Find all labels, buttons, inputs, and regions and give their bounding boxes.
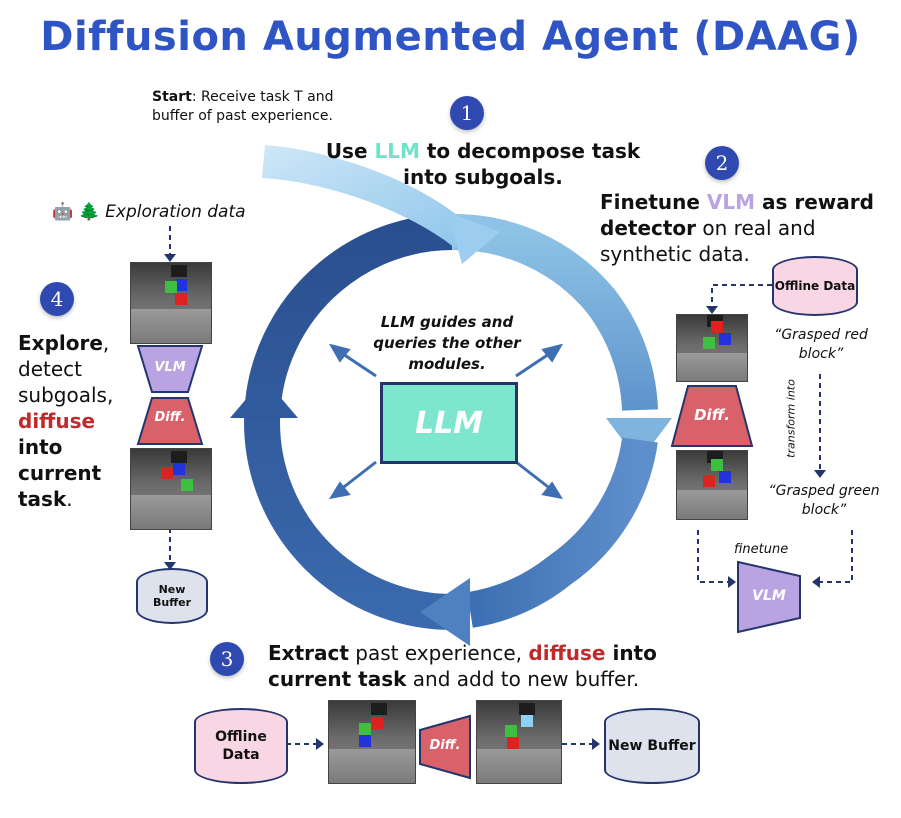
bottom-image-right	[476, 700, 562, 784]
grasped-green-label: “Grasped green block”	[768, 483, 880, 518]
right-connectors	[697, 284, 853, 583]
start-arrow	[262, 145, 470, 248]
start-text: Start: Receive task T and buffer of past…	[152, 89, 334, 124]
right-vlm-label: VLM	[752, 588, 786, 604]
finetune-label: finetune	[734, 542, 789, 557]
left-image-bottom	[130, 448, 212, 530]
step1-text: Use LLM to decompose task into subgoals.	[325, 139, 641, 189]
transform-into-label: transform into	[784, 379, 798, 458]
right-diff-shape	[670, 385, 754, 447]
cycle-arrowhead-bottom	[420, 578, 470, 646]
robot-tree-icons: 🤖 🌲	[52, 202, 100, 222]
step-badge-2: 2	[705, 146, 739, 180]
center-caption: LLM guides and queries the other modules…	[373, 313, 521, 373]
cycle-arrowhead-left	[230, 378, 298, 418]
page-title: Diffusion Augmented Agent (DAAG)	[40, 14, 861, 60]
cycle-arrow-right	[451, 213, 658, 412]
right-diff-label: Diff.	[694, 406, 730, 424]
exploration-label: 🤖 🌲 Exploration data	[52, 202, 246, 222]
start-arrowhead	[448, 212, 500, 264]
step4-text: Explore, detect subgoals, diffuse into c…	[18, 331, 114, 511]
left-diff-label: Diff.	[154, 410, 186, 425]
step2-text: Finetune VLM as reward detector on real …	[600, 190, 874, 266]
bottom-image-left	[328, 700, 416, 784]
step-badge-1: 1	[450, 96, 484, 130]
center-query-arrows	[328, 343, 564, 500]
left-image-top	[130, 262, 212, 344]
llm-box: LLM	[380, 382, 518, 464]
right-vlm-shape	[737, 560, 801, 634]
bottom-offline-data: Offline Data	[194, 708, 288, 784]
cycle-arrow-bottom	[466, 437, 658, 628]
step3-text: Extract past experience, diffuse into cu…	[268, 641, 657, 691]
right-image-bottom	[676, 450, 748, 520]
left-diff-shape	[136, 397, 204, 445]
grasped-red-label: “Grasped red block”	[774, 327, 868, 362]
bottom-new-buffer: New Buffer	[604, 708, 700, 784]
left-vlm-label: VLM	[154, 360, 186, 375]
right-offline-data: Offline Data	[772, 256, 858, 316]
left-new-buffer: New Buffer	[136, 568, 208, 624]
left-vlm-shape	[136, 345, 204, 393]
step-badge-4: 4	[40, 282, 74, 316]
right-image-top	[676, 314, 748, 382]
bottom-diff-shape	[419, 714, 471, 780]
bottom-diff-label: Diff.	[429, 738, 461, 753]
step-badge-3: 3	[210, 642, 244, 676]
